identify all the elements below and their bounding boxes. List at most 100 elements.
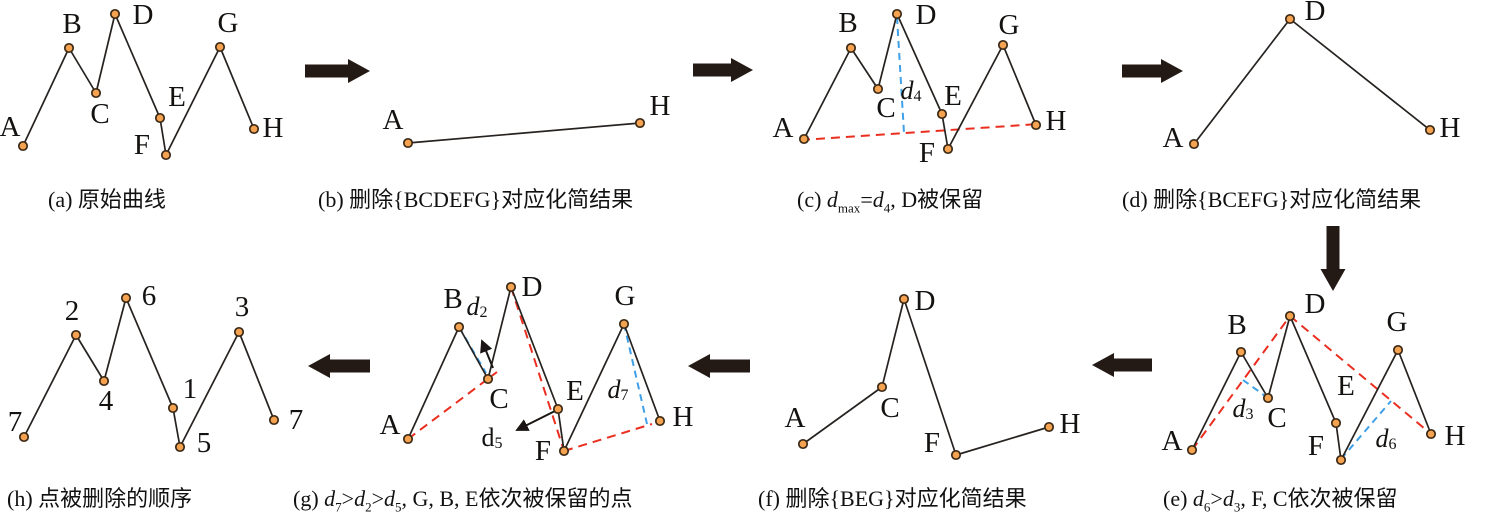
label-a-A: A — [0, 111, 21, 143]
label-f-H: H — [1060, 408, 1081, 440]
point-d-H — [1424, 124, 1436, 136]
label-g-C: C — [489, 383, 508, 415]
order-label-F: 5 — [197, 427, 212, 459]
panel-b: A H — [383, 90, 671, 149]
caption-h: (h) 点被删除的顺序 — [7, 486, 193, 511]
label-b-A: A — [383, 104, 404, 136]
label-e-H: H — [1445, 420, 1466, 452]
distance-c-d4 — [896, 16, 905, 134]
label-f-C: C — [880, 392, 899, 424]
point-f-F — [950, 449, 962, 461]
label-c-H: H — [1046, 105, 1067, 137]
distance-g-d7 — [623, 323, 648, 425]
point-g-G — [618, 318, 630, 330]
point-a-G — [214, 41, 226, 53]
point-a-A — [17, 140, 29, 152]
label-a-E: E — [168, 81, 186, 113]
label-c-B: B — [838, 7, 857, 39]
label-a-B: B — [62, 8, 81, 40]
point-a-E — [154, 112, 166, 124]
order-label-G: 3 — [235, 291, 250, 323]
order-label-H: 7 — [289, 404, 304, 436]
distance-e-d3 — [1242, 379, 1269, 399]
point-h-A — [18, 431, 30, 443]
label-g-d5: d5 — [482, 423, 503, 452]
point-a-F — [160, 149, 172, 161]
baseline-g-DF — [510, 286, 567, 458]
point-h-B — [70, 329, 82, 341]
point-a-D — [109, 8, 121, 20]
label-a-G: G — [218, 7, 239, 39]
label-d-D: D — [1305, 0, 1326, 27]
point-e-H — [1425, 428, 1437, 440]
label-f-A: A — [785, 402, 806, 434]
label-c-d4: d4 — [901, 76, 922, 105]
label-c-A: A — [773, 112, 794, 144]
point-f-C — [876, 381, 888, 393]
point-f-D — [898, 293, 910, 305]
curve-g — [407, 286, 661, 452]
pointer-arrow-d5 — [515, 409, 558, 431]
point-e-A — [1186, 444, 1198, 456]
point-e-C — [1262, 392, 1274, 404]
caption-f: (f) 删除{BEG}对应化简结果 — [758, 486, 1027, 511]
label-g-H: H — [673, 401, 694, 433]
caption-b: (b) 删除{BCDEFG}对应化简结果 — [318, 187, 634, 212]
order-label-A: 7 — [8, 406, 23, 438]
label-e-E: E — [1337, 370, 1355, 402]
label-a-C: C — [90, 98, 109, 130]
label-g-A: A — [380, 409, 401, 441]
point-g-E — [552, 403, 564, 415]
label-a-D: D — [133, 0, 154, 31]
label-e-d3: d3 — [1233, 394, 1254, 423]
panel-a: A B C D E F G H — [0, 0, 284, 161]
label-e-d6: d6 — [1376, 424, 1397, 453]
point-e-G — [1392, 344, 1404, 356]
caption-g: (g) d7>d2>d5, G, B, E依次被保留的点 — [293, 486, 633, 515]
point-c-F — [942, 143, 954, 155]
point-c-G — [997, 39, 1009, 51]
point-f-H — [1043, 421, 1055, 433]
point-g-A — [402, 433, 414, 445]
label-g-d7: d7 — [608, 375, 629, 404]
arrow-g-to-h — [308, 354, 370, 378]
point-g-B — [453, 321, 465, 333]
point-c-H — [1030, 119, 1042, 131]
label-g-G: G — [615, 280, 636, 312]
baseline-c-AH — [800, 123, 1040, 141]
label-c-C: C — [876, 92, 895, 124]
baseline-e-AD — [1191, 315, 1291, 451]
point-d-D — [1284, 13, 1296, 25]
point-e-E — [1330, 417, 1342, 429]
arrow-a-to-b — [305, 59, 370, 83]
arrow-e-to-f — [1092, 353, 1152, 377]
panel-e: A B C D E F G H d3 d6 — [1162, 288, 1466, 466]
label-d-A: A — [1163, 122, 1184, 154]
distance-e-d6 — [1340, 400, 1392, 460]
point-e-D — [1284, 310, 1296, 322]
curve-h — [23, 297, 275, 448]
label-c-D: D — [916, 0, 937, 31]
caption-c: (c) dmax=d4, D被保留 — [797, 187, 984, 216]
panel-c: A B C D E F G H d4 — [773, 0, 1067, 169]
order-label-B: 2 — [65, 295, 80, 327]
label-e-C: C — [1267, 402, 1286, 434]
label-c-G: G — [999, 9, 1020, 41]
caption-d: (d) 删除{BCEFG}对应化简结果 — [1122, 187, 1422, 212]
point-g-F — [558, 445, 570, 457]
label-e-B: B — [1227, 309, 1246, 341]
order-label-D: 6 — [142, 280, 157, 312]
label-f-F: F — [924, 427, 940, 459]
label-g-D: D — [522, 271, 543, 303]
panel-f: A C D F H — [785, 285, 1081, 461]
point-b-A — [402, 137, 414, 149]
curve-e — [1191, 315, 1432, 461]
label-a-F: F — [134, 129, 150, 161]
point-b-H — [634, 117, 646, 129]
point-d-A — [1188, 138, 1200, 150]
point-g-C — [482, 373, 494, 385]
point-c-B — [845, 42, 857, 54]
point-a-B — [63, 42, 75, 54]
